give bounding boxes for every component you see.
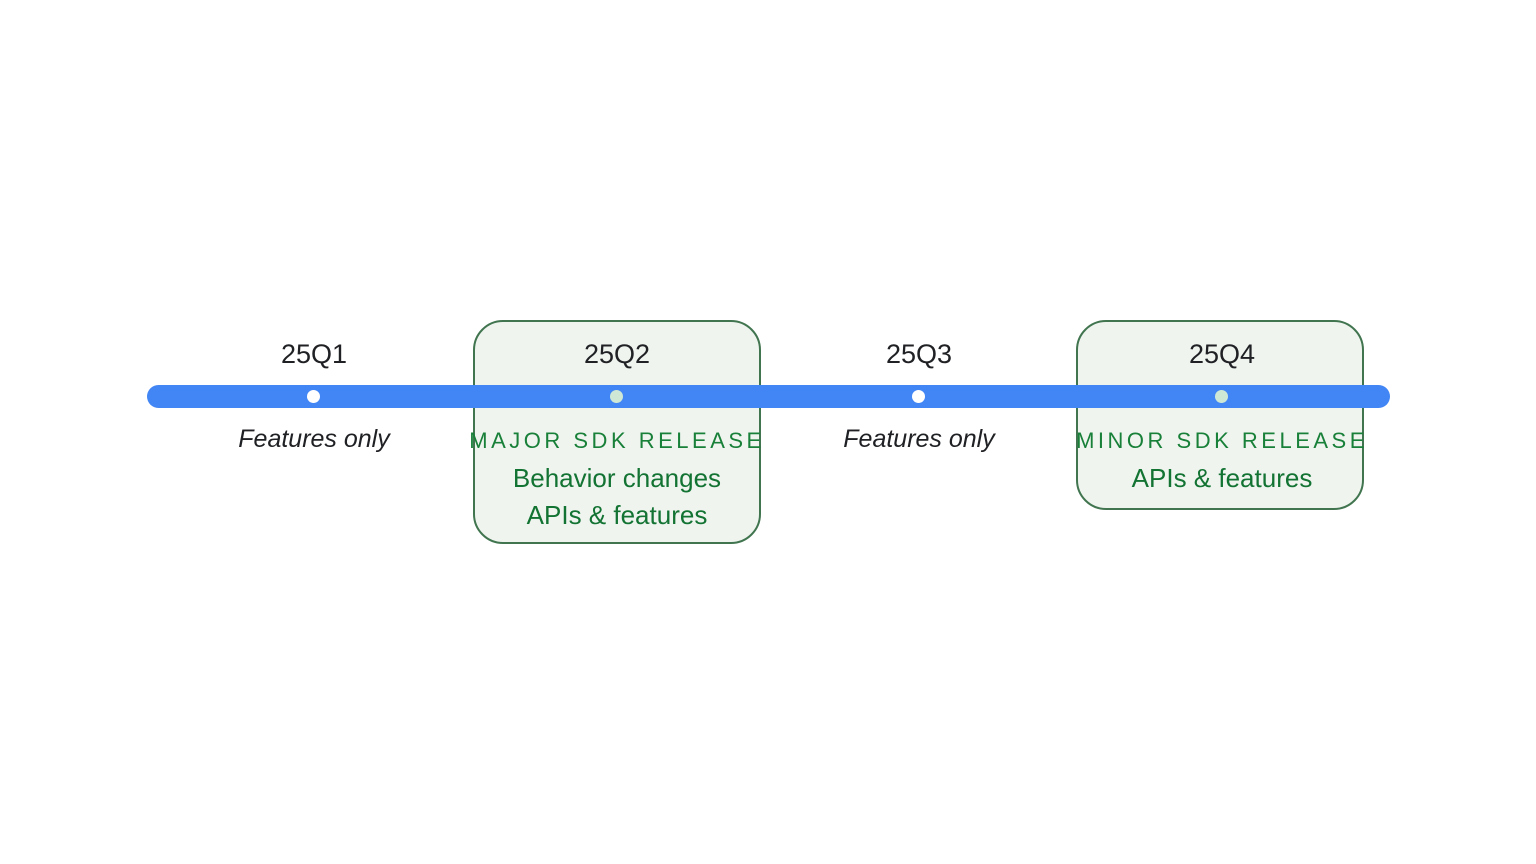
quarter-desc-25q2-apis-features: APIs & features: [526, 500, 708, 530]
milestone-dot-25q3: [912, 390, 925, 403]
quarter-desc-25q2-behavior-changes: Behavior changes: [512, 463, 722, 493]
quarter-desc-25q3-features-only: Features only: [843, 425, 995, 453]
quarter-desc-25q4-release-type: MINOR SDK RELEASE: [1076, 428, 1368, 453]
quarter-desc-25q1-features-only: Features only: [238, 425, 390, 453]
timeline-bar: [147, 385, 1390, 408]
quarter-box-25q2: [473, 320, 761, 544]
quarter-label-25q2: 25Q2: [583, 339, 651, 369]
milestone-dot-25q4: [1215, 390, 1228, 403]
quarter-desc-25q2-release-type: MAJOR SDK RELEASE: [469, 428, 765, 453]
quarter-desc-25q4-apis-features: APIs & features: [1131, 463, 1313, 493]
quarter-box-25q4: [1076, 320, 1364, 510]
quarter-label-25q1: 25Q1: [280, 339, 348, 369]
quarter-label-25q4: 25Q4: [1188, 339, 1256, 369]
milestone-dot-25q2: [610, 390, 623, 403]
quarter-label-25q3: 25Q3: [885, 339, 953, 369]
milestone-dot-25q1: [307, 390, 320, 403]
